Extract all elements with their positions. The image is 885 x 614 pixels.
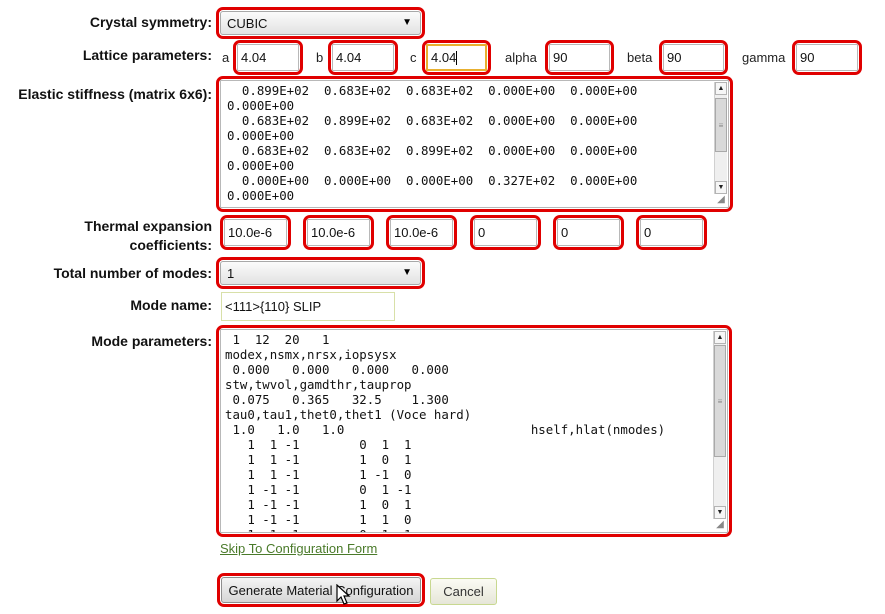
text-cursor [456,50,458,65]
chevron-down-icon: ▼ [402,267,412,278]
lattice-c-value: 4.04 [431,50,457,65]
lattice-gamma-label: gamma [742,50,786,65]
elastic-stiffness-textarea[interactable]: 0.899E+02 0.683E+02 0.683E+02 0.000E+00 … [220,80,729,208]
generate-material-configuration-button[interactable]: Generate Material Configuration [221,577,421,603]
total-modes-highlight [216,257,425,289]
thermal-6-input[interactable]: 0 [640,219,703,246]
lattice-c-label: c [410,50,417,65]
lattice-b-highlight [328,40,398,75]
resize-grip-icon[interactable]: ◢ [716,519,724,530]
resize-grip-icon[interactable]: ◢ [717,194,725,205]
mode-name-label: Mode name: [130,297,212,313]
mouse-pointer-icon [336,583,354,606]
mode-parameters-text: 1 12 20 1 modex,nsmx,nrsx,iopsysx 0.000 … [225,332,666,532]
total-modes-label: Total number of modes: [53,265,212,281]
lattice-b-label: b [316,50,324,65]
thermal-3-highlight [386,215,457,250]
mode-parameters-scrollbar[interactable]: ▲ ≡ ▼ [713,331,726,519]
skip-to-configuration-link[interactable]: Skip To Configuration Form [220,541,378,556]
crystal-symmetry-label: Crystal symmetry: [89,14,212,30]
lattice-parameters-label: Lattice parameters: [82,47,212,63]
scroll-down-icon[interactable]: ▼ [714,506,726,519]
lattice-gamma-highlight [792,40,862,75]
thermal-1-highlight [220,215,291,250]
total-modes-value: 1 [227,265,235,281]
thermal-5-highlight [553,215,624,250]
scroll-thumb[interactable]: ≡ [715,98,727,152]
scroll-thumb[interactable]: ≡ [714,345,726,457]
thermal-4-input[interactable]: 0 [474,219,537,246]
thermal-expansion-label: Thermal expansion coefficients: [40,217,212,255]
lattice-alpha-label: alpha [505,50,537,65]
crystal-symmetry-highlight [216,7,425,39]
thermal-2-highlight [303,215,374,250]
cancel-button[interactable]: Cancel [430,578,497,605]
lattice-alpha-input[interactable]: 90 [549,44,610,71]
thermal-6-highlight [636,215,707,250]
mode-parameters-textarea[interactable]: 1 12 20 1 modex,nsmx,nrsx,iopsysx 0.000 … [220,329,728,533]
mode-parameters-label: Mode parameters: [91,333,212,349]
scroll-up-icon[interactable]: ▲ [715,82,727,95]
thermal-label-line2: coefficients: [129,237,212,253]
crystal-symmetry-value: CUBIC [227,15,268,31]
elastic-scrollbar[interactable]: ▲ ≡ ▼ [714,82,727,194]
lattice-beta-label: beta [627,50,653,65]
lattice-gamma-input[interactable]: 90 [796,44,858,71]
lattice-beta-highlight [659,40,728,75]
lattice-alpha-highlight [545,40,614,75]
chevron-down-icon: ▼ [402,17,412,28]
lattice-c-highlight [422,40,491,75]
lattice-a-highlight [233,40,303,75]
lattice-beta-input[interactable]: 90 [663,44,724,71]
lattice-a-input[interactable]: 4.04 [237,44,299,71]
thermal-3-input[interactable]: 10.0e-6 [390,219,453,246]
elastic-stiffness-highlight [216,76,733,212]
thermal-4-highlight [470,215,541,250]
generate-button-highlight [217,573,425,607]
thermal-label-line1: Thermal expansion [84,218,212,234]
lattice-a-label: a [222,50,230,65]
thermal-2-input[interactable]: 10.0e-6 [307,219,370,246]
scroll-up-icon[interactable]: ▲ [714,331,726,344]
crystal-symmetry-select[interactable]: CUBIC ▼ [220,11,421,35]
thermal-5-input[interactable]: 0 [557,219,620,246]
total-modes-select[interactable]: 1 ▼ [220,261,421,285]
thermal-1-input[interactable]: 10.0e-6 [224,219,287,246]
elastic-stiffness-text: 0.899E+02 0.683E+02 0.683E+02 0.000E+00 … [227,83,638,203]
elastic-stiffness-label: Elastic stiffness (matrix 6x6): [18,86,212,102]
mode-name-input[interactable]: <111>{110} SLIP [221,292,395,321]
lattice-b-input[interactable]: 4.04 [332,44,394,71]
mode-parameters-highlight [216,325,732,537]
lattice-c-input[interactable]: 4.04 [426,44,487,71]
scroll-down-icon[interactable]: ▼ [715,181,727,194]
